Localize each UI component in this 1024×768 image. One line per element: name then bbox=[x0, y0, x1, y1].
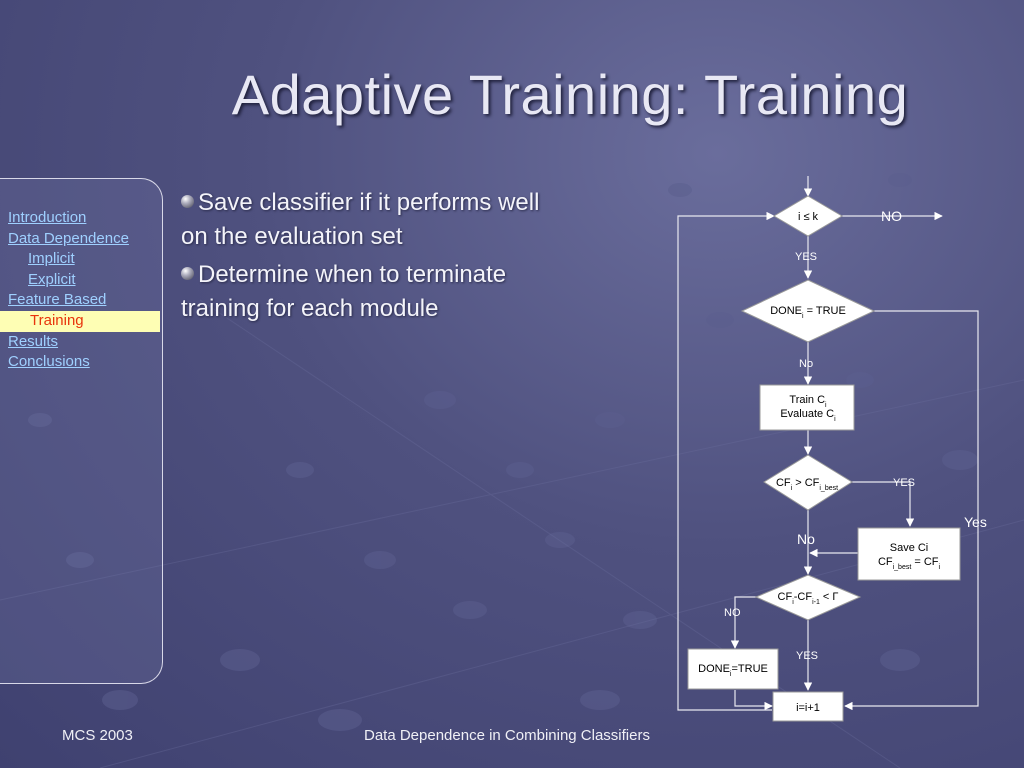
edge-label-no-2: No bbox=[797, 531, 815, 547]
edge-label-no-exit: NO bbox=[881, 208, 902, 224]
footer-talk-title: Data Dependence in Combining Classifiers bbox=[364, 727, 650, 744]
bullet-text: Determine when to terminate training for… bbox=[181, 261, 507, 322]
nav-item-results[interactable]: Results bbox=[8, 332, 59, 350]
nav-item-training[interactable]: Training bbox=[0, 310, 160, 332]
save-text-line1: Save Ci bbox=[890, 542, 929, 554]
bullet-item: Save classifier if it performs well on t… bbox=[181, 186, 571, 254]
bullet-item: Determine when to terminate training for… bbox=[181, 258, 571, 326]
slide-title: Adaptive Training: Training bbox=[231, 63, 909, 126]
footer-conference: MCS 2003 bbox=[62, 727, 133, 744]
process-train bbox=[759, 384, 855, 431]
decision-compare bbox=[763, 454, 853, 511]
decision-loop bbox=[773, 195, 843, 237]
nav-item-data-dependence[interactable]: Data Dependence bbox=[8, 229, 129, 247]
edge-label-no-3: NO bbox=[724, 607, 741, 619]
edge-label-yes-right: Yes bbox=[964, 514, 987, 530]
increment-text: i=i+1 bbox=[796, 702, 820, 714]
save-text-line2: CFi_best = CFi bbox=[878, 556, 941, 571]
loop-condition-text: i ≤ k bbox=[798, 211, 819, 223]
arrow-doneset-to-increment bbox=[734, 690, 773, 711]
doneset-text: DONEi=TRUE bbox=[698, 663, 768, 678]
arrow-increment-loop bbox=[677, 211, 775, 711]
decision-done bbox=[740, 279, 876, 343]
nav-item-feature-based[interactable]: Feature Based bbox=[8, 291, 107, 309]
outline-panel bbox=[0, 178, 163, 684]
arrow-compare-to-save bbox=[852, 481, 915, 527]
outline-nav: Introduction Data Dependence Implicit Ex… bbox=[0, 208, 162, 373]
sphere-bullet-icon bbox=[181, 267, 194, 281]
nav-item-conclusions[interactable]: Conclusions bbox=[8, 353, 90, 371]
bullet-list: Save classifier if it performs well on t… bbox=[181, 186, 571, 330]
bullet-text: Save classifier if it performs well on t… bbox=[181, 189, 540, 250]
edge-label-yes-1: YES bbox=[795, 251, 817, 263]
arrow-delta-to-doneset bbox=[730, 596, 762, 649]
nav-item-introduction[interactable]: Introduction bbox=[8, 209, 87, 226]
edge-label-no-1: No bbox=[799, 358, 813, 370]
nav-item-explicit[interactable]: Explicit bbox=[28, 270, 76, 288]
done-condition-text: DONEi = TRUE bbox=[770, 305, 846, 320]
process-save bbox=[857, 527, 961, 581]
sphere-bullet-icon bbox=[181, 195, 194, 209]
train-text-line2: Evaluate Ci bbox=[780, 408, 836, 423]
arrow-done-yes-loop bbox=[844, 310, 979, 711]
decision-delta bbox=[754, 574, 862, 621]
nav-item-implicit[interactable]: Implicit bbox=[28, 250, 75, 268]
compare-condition-text: CFi > CFi_best bbox=[776, 477, 838, 492]
process-increment bbox=[772, 691, 844, 722]
edge-label-yes-3: YES bbox=[796, 650, 818, 662]
delta-condition-text: CFi-CFi-1 < Γ bbox=[778, 591, 839, 606]
edge-label-yes-2: YES bbox=[893, 477, 915, 489]
process-doneset bbox=[687, 648, 779, 690]
train-text-line1: Train Ci bbox=[789, 394, 827, 409]
